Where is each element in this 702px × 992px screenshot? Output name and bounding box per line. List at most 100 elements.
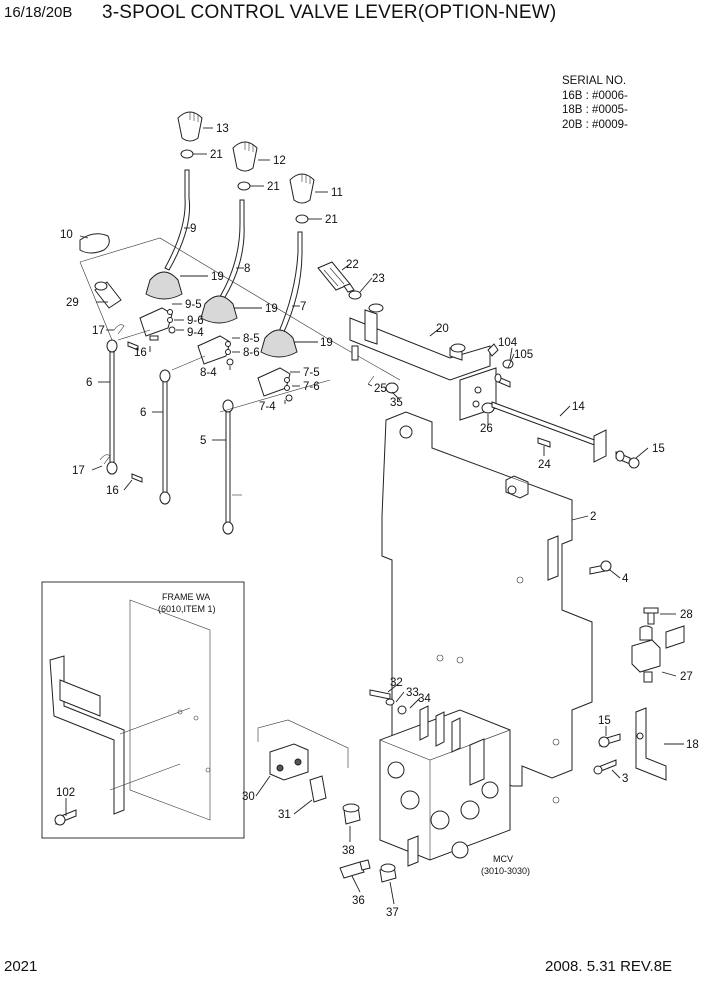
callout-5: 5 [200, 435, 206, 447]
fitting-38 [342, 803, 361, 825]
callout-19: 19 [265, 303, 278, 315]
callout-16: 16 [106, 485, 119, 497]
small-hardware [149, 309, 293, 402]
frame-label: FRAME WA [162, 592, 210, 602]
control-valve-mcv [379, 705, 511, 867]
bolt-32 [369, 689, 391, 700]
bolt-3 [593, 759, 617, 775]
lever-knob-13 [177, 111, 203, 142]
page-number: 2021 [4, 958, 38, 975]
callout-13: 13 [216, 123, 229, 135]
callout-21: 21 [267, 181, 280, 193]
callout-7-6: 7-6 [303, 381, 320, 393]
link-rod-6b [159, 369, 171, 505]
lever-rod-8 [217, 199, 245, 303]
callout-labels: 13 21 12 21 11 21 10 9 8 7 19 19 19 29 1… [56, 123, 699, 919]
plate-31 [309, 775, 327, 803]
link-rod-5 [222, 399, 242, 535]
lever-bracket [139, 307, 291, 397]
detent-block-30 [257, 719, 349, 781]
callout-14: 14 [572, 401, 585, 413]
callout-12: 12 [273, 155, 286, 167]
page-title: 3-SPOOL CONTROL VALVE LEVER(OPTION-NEW) [102, 2, 557, 23]
bolt-24 [537, 437, 551, 448]
callout-26: 26 [480, 423, 493, 435]
lever-boot-19 [145, 271, 298, 358]
callout-4: 4 [622, 573, 629, 585]
bolt-28 [643, 607, 659, 625]
callout-21: 21 [325, 214, 338, 226]
serial-line: 18B : #0005- [562, 104, 628, 116]
callout-15: 15 [652, 443, 665, 455]
callout-9-6: 9-6 [187, 315, 204, 327]
washer-33 [385, 698, 395, 706]
fitting-37 [379, 863, 397, 883]
callout-31: 31 [278, 809, 291, 821]
lever-rod-7 [277, 231, 303, 337]
washer-23 [348, 290, 362, 300]
callout-8-6: 8-6 [243, 347, 260, 359]
callout-28: 28 [680, 609, 693, 621]
pin-25 [367, 375, 375, 385]
serial-line: 16B : #0006- [562, 89, 628, 102]
callout-20: 20 [436, 323, 449, 335]
callout-27: 27 [680, 671, 693, 683]
callout-9-5: 9-5 [185, 299, 202, 311]
pin-16 [127, 341, 143, 483]
callout-7-5: 7-5 [303, 367, 320, 379]
callout-22: 22 [346, 259, 359, 271]
nut-21 [180, 149, 309, 224]
mcv-label: MCV [493, 854, 513, 864]
mcv-ref: (3010-3030) [481, 866, 530, 876]
callout-23: 23 [372, 273, 385, 285]
bracket-18 [635, 707, 667, 781]
callout-21: 21 [210, 149, 223, 161]
bushing-35 [385, 382, 399, 394]
frame-inset [41, 581, 245, 839]
callout-8-5: 8-5 [243, 333, 260, 345]
callout-18: 18 [686, 739, 699, 751]
callout-6: 6 [140, 407, 146, 419]
revision-date: 2008. 5.31 REV.8E [545, 958, 673, 975]
callout-35: 35 [390, 397, 403, 409]
callout-3: 3 [622, 773, 628, 785]
callout-29: 29 [66, 297, 79, 309]
callout-32: 32 [390, 677, 403, 689]
switch-27 [631, 625, 685, 683]
callout-9-4: 9-4 [187, 327, 204, 339]
callout-10: 10 [60, 229, 73, 241]
callout-34: 34 [418, 693, 431, 705]
callout-105: 105 [514, 349, 533, 361]
grip-cap-10 [79, 233, 110, 254]
callout-19: 19 [211, 271, 224, 283]
serial-line: 20B : #0009- [562, 118, 628, 131]
callout-7-4: 7-4 [259, 401, 276, 413]
callout-104: 104 [498, 337, 518, 349]
bolt-15 [615, 450, 640, 469]
sleeve-29 [94, 281, 122, 309]
callout-17: 17 [72, 465, 85, 477]
bolt-15-lower [598, 733, 621, 748]
callout-33: 33 [406, 687, 419, 699]
bolt-105 [494, 373, 511, 388]
clip-17 [99, 324, 125, 465]
callout-16: 16 [134, 347, 147, 359]
callout-9: 9 [190, 223, 196, 235]
serial-number-block: SERIAL NO. 16B : #0006- 18B : #0005- 20B… [562, 74, 628, 132]
callout-leaders [65, 127, 684, 905]
callout-24: 24 [538, 459, 551, 471]
model-code: 16/18/20B [4, 4, 73, 21]
lever-knob-12 [232, 141, 258, 172]
leader-lines [79, 237, 401, 413]
callout-25: 25 [374, 383, 387, 395]
callout-17: 17 [92, 325, 105, 337]
callout-8-4: 8-4 [200, 367, 217, 379]
callout-11: 11 [331, 187, 343, 199]
adjust-screw-22 [317, 261, 355, 293]
lever-bracket-20 [349, 303, 499, 421]
link-rod-6 [106, 339, 118, 475]
lever-rod-9 [164, 169, 191, 271]
callout-102: 102 [56, 787, 75, 799]
nut-34 [397, 705, 407, 715]
